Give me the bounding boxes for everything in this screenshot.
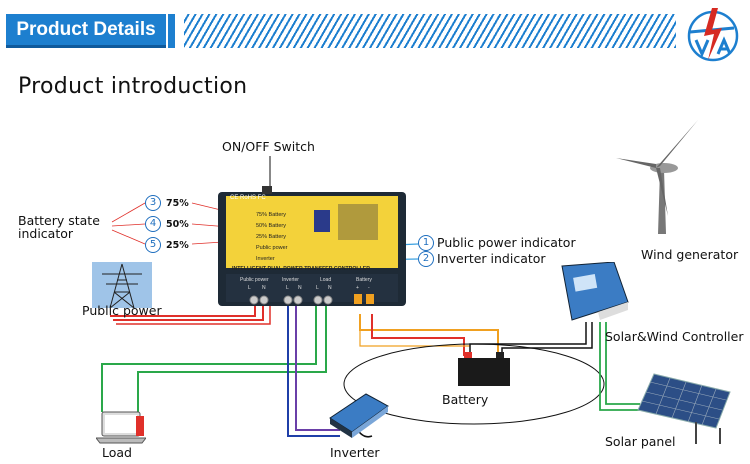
solar-panel-icon [637,373,731,444]
public-power-label: Public power [82,303,162,318]
battery-level-75: 75% [166,198,189,209]
header-stripe-band [184,14,676,48]
panel-row-inverter: Inverter [256,256,275,262]
terminal-group-public-power: Public power [240,277,269,283]
battery-label: Battery [442,392,489,407]
laptop-icon [96,411,146,444]
battery-icon [458,352,510,386]
terminal-group-battery: Battery [356,277,372,283]
terminal-pol-4: N [298,285,302,291]
wind-generator-label: Wind generator [641,247,739,262]
terminal-pol-3: L [286,285,289,291]
indicator-number-1: 1 [418,235,434,251]
indicator-number-3: 3 [145,195,161,211]
panel-row-50-battery: 50% Battery [256,223,286,229]
wind-turbine-icon [616,120,698,234]
solar-panel-label: Solar panel [605,434,676,449]
indicator-number-5: 5 [145,237,161,253]
load-label: Load [102,445,132,460]
terminal-group-inverter: Inverter [282,277,299,283]
device-name: INTELLIGENT DUAL POWER TRANSFER CONTROLL… [232,266,370,272]
terminal-pol-6: N [328,285,332,291]
header-divider [168,14,175,48]
terminal-pol-8: - [368,285,370,291]
indicator-number-4: 4 [145,216,161,232]
panel-row-public-power: Public power [256,245,288,251]
terminal-pol-1: L [248,285,251,291]
inverter-indicator-label: Inverter indicator [437,251,546,266]
terminal-pol-2: N [262,285,266,291]
logo-icon [687,8,739,62]
indicator-number-2: 2 [418,251,434,267]
inverter-icon [329,393,389,438]
public-power-indicator-label: Public power indicator [437,235,576,250]
page-title: Product introduction [18,74,248,99]
onoff-switch-label: ON/OFF Switch [222,139,315,154]
solar-wind-controller-label: Solar&Wind Controller [605,329,744,344]
inverter-label: Inverter [330,445,380,460]
device-cert-marks: CE RoHS FC [230,195,266,201]
charge-controller-icon [561,262,629,321]
battery-state-label-line1: Battery state [18,213,100,228]
terminal-pol-7: + [356,285,359,291]
panel-row-75-battery: 75% Battery [256,212,286,218]
terminal-group-load: Load [320,277,332,283]
terminal-pol-5: L [316,285,319,291]
battery-level-25: 25% [166,240,189,251]
battery-state-label-line2: indicator [18,226,74,241]
dual-power-controller-device [218,186,406,306]
header-tab-label: Product Details [16,18,156,40]
battery-level-50: 50% [166,219,189,230]
power-tower-icon [92,262,152,308]
panel-row-25-battery: 25% Battery [256,234,286,240]
header-tab: Product Details [6,14,166,48]
